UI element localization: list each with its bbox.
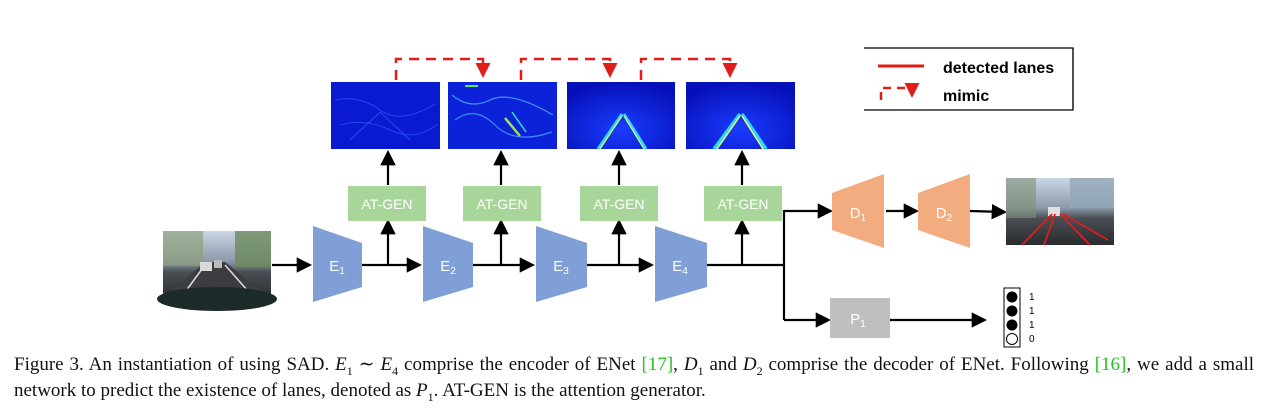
decoder-d2: D2: [918, 174, 970, 248]
svg-text:P1: P1: [850, 311, 866, 330]
atgen-label-1: AT-GEN: [361, 196, 412, 212]
atgen-label-2: AT-GEN: [476, 196, 527, 212]
input-road-image: [157, 231, 277, 311]
legend: detected lanes mimic: [864, 47, 1074, 111]
existence-dot-4: [1006, 333, 1018, 345]
e4-letter: E: [672, 258, 682, 275]
attention-map-3: [567, 82, 675, 150]
atgen-box-4: AT-GEN: [704, 186, 782, 221]
atgen-label-4: AT-GEN: [717, 196, 768, 212]
figure-caption: Figure 3. An instantiation of using SAD.…: [14, 354, 1254, 404]
e1-sub: 1: [339, 266, 345, 277]
atgen-box-3: AT-GEN: [580, 186, 658, 221]
mimic-arrow-2-to-3: [519, 57, 618, 80]
encoder-e2: E2: [423, 226, 473, 302]
atgen-box-1: AT-GEN: [348, 186, 426, 221]
caption-figure-number: Figure 3.: [14, 354, 84, 375]
p1-sub: 1: [860, 319, 866, 330]
existence-dot-2: [1006, 305, 1018, 317]
e2-letter: E: [440, 258, 450, 275]
e3-sub: 3: [563, 266, 569, 277]
attention-map-1: [331, 82, 440, 149]
d2-letter: D: [936, 205, 947, 222]
p1-letter: P: [850, 311, 860, 328]
citation-link-17[interactable]: [17]: [641, 354, 674, 375]
mimic-arrow-1-to-2: [394, 57, 491, 80]
citation-link-16[interactable]: [16]: [1094, 354, 1127, 375]
legend-mimic-label: mimic: [943, 88, 989, 105]
svg-text:D1: D1: [850, 205, 867, 224]
mimic-arrow-3-to-4: [639, 57, 738, 80]
existence-value-4: 0: [1029, 334, 1035, 345]
existence-vector: 1 1 1 0: [1003, 287, 1035, 348]
svg-text:E2: E2: [440, 258, 456, 277]
predictor-p1: P1: [830, 298, 890, 338]
e4-sub: 4: [682, 266, 688, 277]
svg-text:E3: E3: [553, 258, 569, 277]
d1-sub: 1: [861, 213, 867, 224]
encoder-e4: E4: [655, 226, 707, 302]
attention-map-4: [686, 82, 795, 151]
existence-value-1: 1: [1029, 292, 1035, 303]
svg-text:E4: E4: [672, 258, 688, 277]
e1-letter: E: [329, 258, 339, 275]
legend-mimic-swatch: [879, 83, 920, 100]
atgen-box-2: AT-GEN: [463, 186, 541, 221]
attention-map-2: [448, 82, 557, 149]
svg-text:E1: E1: [329, 258, 345, 277]
d2-sub: 2: [947, 213, 953, 224]
encoder-e1: E1: [313, 226, 362, 302]
e2-sub: 2: [450, 266, 456, 277]
existence-dot-3: [1006, 319, 1018, 331]
encoder-e3: E3: [536, 226, 587, 302]
existence-dot-1: [1006, 291, 1018, 303]
encoder-flow-arrows: [272, 149, 1008, 328]
svg-text:D2: D2: [936, 205, 953, 224]
arrow-d2-to-output: [969, 203, 1008, 220]
existence-value-3: 1: [1029, 320, 1035, 331]
existence-value-2: 1: [1029, 306, 1035, 317]
d1-letter: D: [850, 205, 861, 222]
atgen-label-3: AT-GEN: [593, 196, 644, 212]
output-lane-image: [1006, 178, 1114, 246]
e3-letter: E: [553, 258, 563, 275]
decoder-d1: D1: [832, 174, 884, 248]
mimic-arrows: [394, 57, 738, 80]
legend-detected-label: detected lanes: [943, 60, 1054, 77]
